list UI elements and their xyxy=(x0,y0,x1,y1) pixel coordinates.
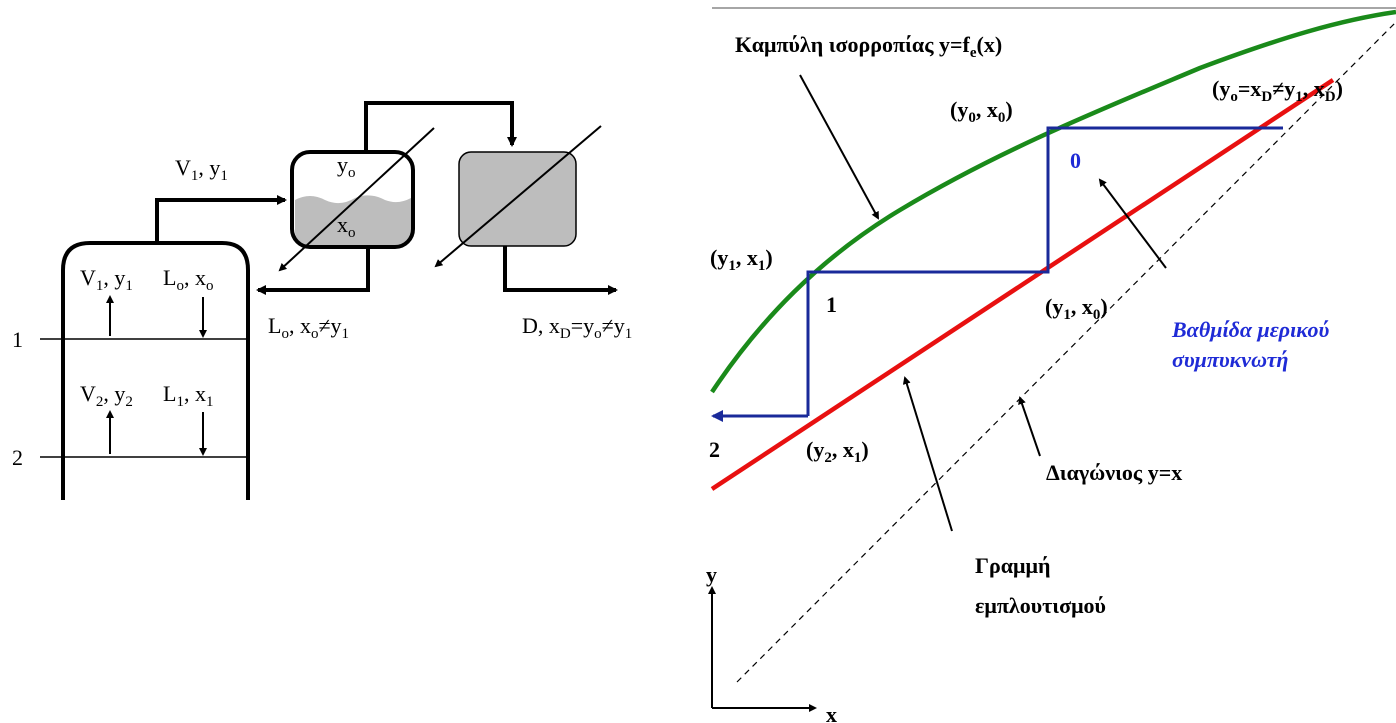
distillate-label: D, xD=yo≠y1 xyxy=(522,313,632,342)
equilibrium-curve xyxy=(710,9,1396,394)
tray2-liquid-label: L1, x1 xyxy=(163,381,213,410)
column-schematic: 1 2 V1, y1 Lo, xo V2, y2 L1, x1 V1, y1 y… xyxy=(12,101,632,500)
diagonal-pointer xyxy=(1018,396,1041,457)
vapor-to-condenser-line xyxy=(364,101,517,152)
tray2-vapor-label: V2, y2 xyxy=(80,381,133,410)
diagonal-line xyxy=(736,21,1396,683)
mccabe-thiele-diagram: 0 1 2 (y0, x0) (y1, x1) (y1, x0) (y2, x1… xyxy=(706,7,1396,723)
overhead-vapor-label: V1, y1 xyxy=(175,155,228,184)
y-axis-label: y xyxy=(706,562,717,587)
reflux-line xyxy=(256,247,370,295)
equilibrium-pointer xyxy=(799,74,879,220)
tray-number-1: 1 xyxy=(12,327,23,352)
enrichment-line xyxy=(710,78,1335,491)
tray1-vapor-label: V1, y1 xyxy=(80,265,133,294)
distillate-line xyxy=(503,246,618,295)
enrichment-label-line2: εμπλουτισμού xyxy=(975,593,1106,618)
drum-coolant-arrow xyxy=(278,127,435,272)
stage-steps xyxy=(711,126,1283,422)
point-y1-x1: (y1, x1) xyxy=(710,245,773,274)
drum-vapor-label: yo xyxy=(337,152,356,181)
stage-number-1: 1 xyxy=(826,292,837,317)
point-y2-x1: (y2, x1) xyxy=(806,437,869,466)
point-y1-x0: (y1, x0) xyxy=(1045,294,1108,323)
equilibrium-curve-label: Καμπύλη ισορροπίας y=fe(x) xyxy=(735,32,1002,61)
partial-condenser-pointer xyxy=(1098,178,1167,269)
condenser-coolant-arrow xyxy=(434,125,602,268)
partial-condenser-label-line2: συμπυκνωτή xyxy=(1172,347,1289,372)
partial-condenser-drum: yo xo xyxy=(290,150,415,249)
axes-indicator: y x xyxy=(706,562,837,723)
partial-condenser-label-line1: Βαθμίδα μερικού xyxy=(1171,317,1329,342)
point-top-label: (yo=xD≠y1, xD) xyxy=(1212,76,1343,105)
enrichment-pointer xyxy=(902,376,953,532)
x-axis-label: x xyxy=(826,702,837,723)
enrichment-label-line1: Γραμμή xyxy=(975,553,1051,578)
tray1-liquid-label: Lo, xo xyxy=(163,265,213,294)
vapor-overhead-line xyxy=(155,195,287,243)
stage-number-0: 0 xyxy=(1070,148,1081,173)
stage-number-2: 2 xyxy=(709,437,720,462)
point-y0-x0: (y0, x0) xyxy=(950,97,1013,126)
drum-liquid-label: xo xyxy=(337,212,356,241)
diagonal-label: Διαγώνιος y=x xyxy=(1046,460,1182,485)
tray-number-2: 2 xyxy=(12,445,23,470)
reflux-label: Lo, xo≠y1 xyxy=(268,313,349,342)
